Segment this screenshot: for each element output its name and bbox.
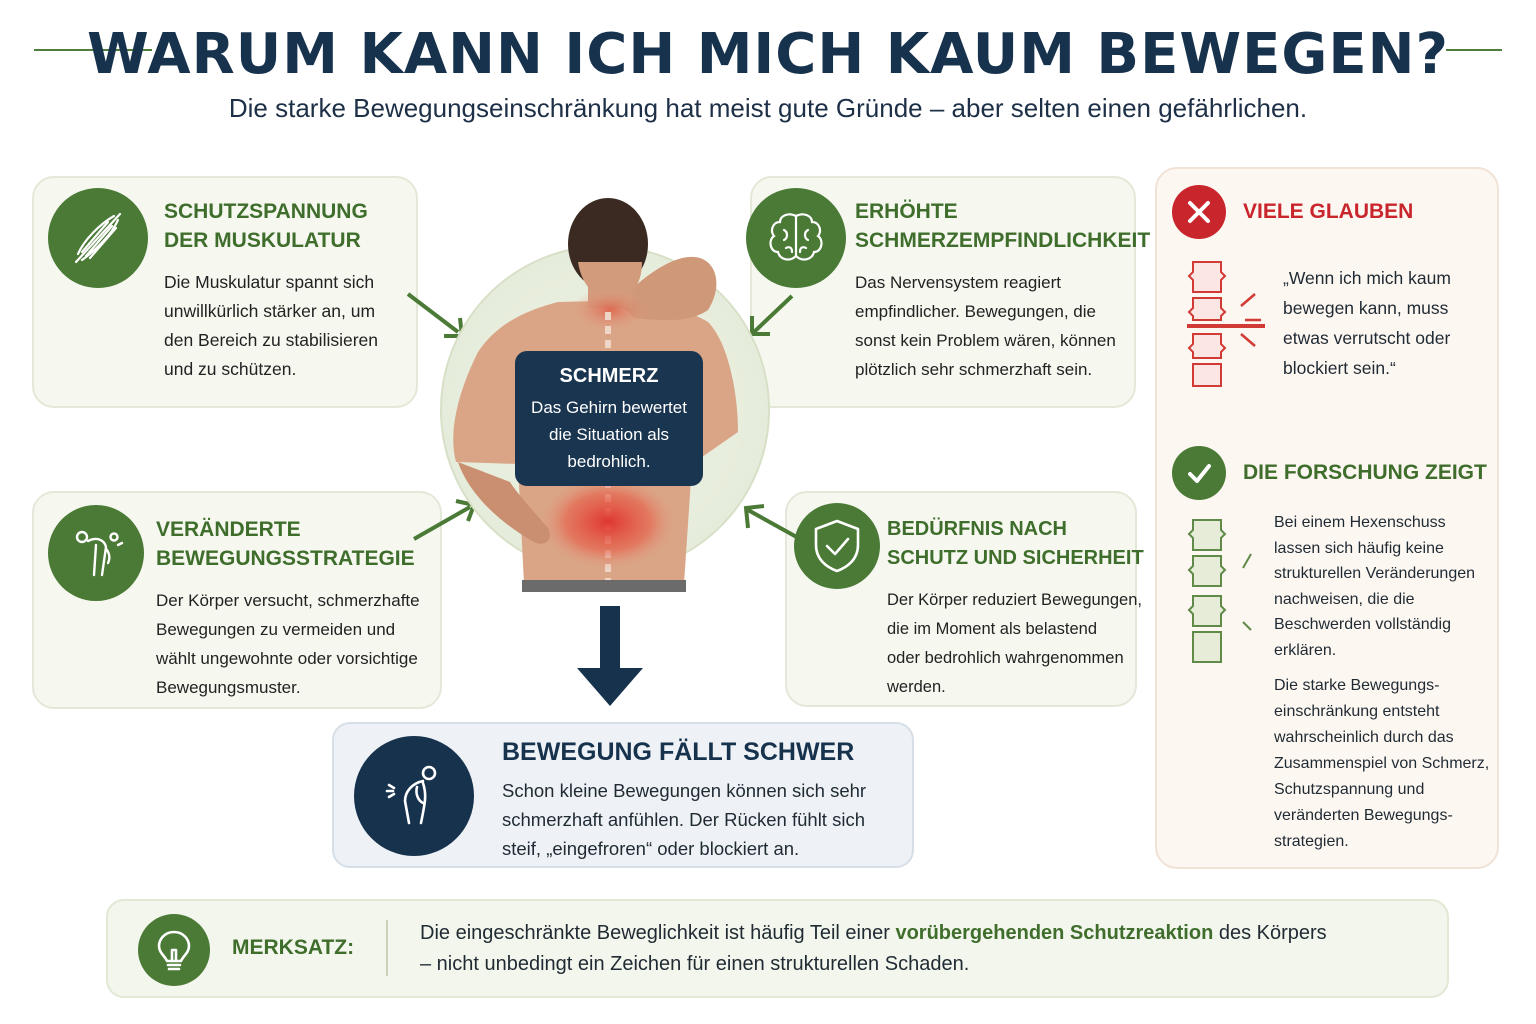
merksatz-divider	[386, 920, 388, 976]
muscle-icon	[48, 188, 148, 288]
card-bewegungsstrategie-text: Der Körper versucht, schmerzhafte Bewegu…	[156, 591, 420, 697]
myth-title: VIELE GLAUBEN	[1243, 200, 1414, 223]
vertebra-green-icon	[1187, 519, 1252, 663]
card-schutz-sicherheit-text: Der Körper reduziert Bewegungen, die im …	[887, 591, 1142, 696]
merksatz-text: Die eingeschränkte Beweglichkeit ist häu…	[420, 922, 1327, 975]
bent-person-icon	[48, 505, 144, 601]
card-schutzspannung-text: Die Muskulatur spannt sich unwillkürlich…	[164, 272, 379, 379]
page-title: WARUM KANN ICH MICH KAUM BEWEGEN?	[87, 22, 1449, 87]
card-schmerzempfindlichkeit-text: Das Nervensystem reagiert empfindlicher.…	[855, 273, 1116, 379]
title-decor-line-left	[34, 49, 152, 51]
myth-quote: „Wenn ich mich kaum bewegen kann, muss e…	[1283, 268, 1451, 378]
schmerz-text: Das Gehirn bewertet die Situation als be…	[531, 398, 687, 471]
schmerz-label: SCHMERZ	[559, 365, 659, 387]
hunched-person-icon	[354, 736, 474, 856]
page-subtitle: Die starke Bewegungseinschränkung hat me…	[228, 93, 1308, 123]
schmerz-box: SCHMERZ Das Gehirn bewertet die Situatio…	[515, 351, 703, 486]
bewegung-title: BEWEGUNG FÄLLT SCHWER	[502, 738, 855, 766]
research-title: DIE FORSCHUNG ZEIGT	[1243, 461, 1487, 484]
lightbulb-icon	[138, 914, 210, 986]
check-icon	[1172, 446, 1226, 500]
arrow-top-right	[750, 294, 794, 336]
down-arrow	[577, 606, 643, 706]
brain-icon	[746, 188, 846, 288]
arrow-bottom-right	[743, 504, 803, 542]
research-text-2: Die starke Bewegungs- einschränkung ents…	[1274, 677, 1490, 850]
close-x-icon	[1172, 185, 1226, 239]
merksatz-box	[106, 899, 1449, 998]
research-text-1: Bei einem Hexenschuss lassen sich häufig…	[1274, 514, 1476, 659]
title-decor-line-right	[1446, 49, 1502, 51]
merksatz-label: MERKSATZ:	[232, 936, 355, 959]
vertebra-red-icon	[1187, 261, 1265, 387]
bewegung-text: Schon kleine Bewegungen können sich sehr…	[502, 780, 867, 859]
shield-check-icon	[794, 503, 880, 589]
